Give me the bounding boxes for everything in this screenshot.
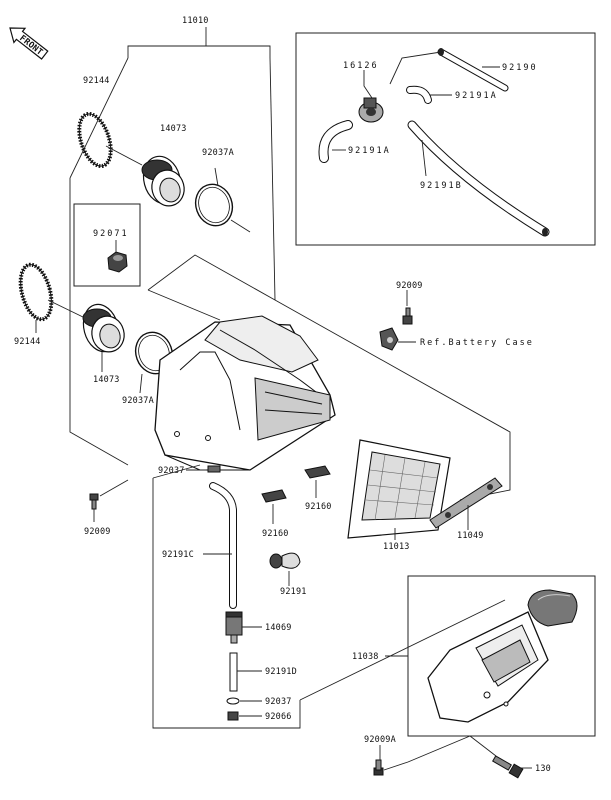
label-92191D: 92191D xyxy=(265,667,297,677)
label-11049: 11049 xyxy=(457,531,484,541)
air-filter-element-11013 xyxy=(347,439,451,539)
label-92037-mid: 92037 xyxy=(158,466,185,476)
label-92190: 92190 xyxy=(502,63,538,73)
label-11010: 11010 xyxy=(182,16,209,26)
label-92191C: 92191C xyxy=(162,550,194,560)
spring-clamp-92144-top xyxy=(77,111,113,169)
hose-92191B xyxy=(407,120,550,237)
air-cleaner-housing xyxy=(154,315,336,471)
screw-92009-left xyxy=(89,493,99,510)
label-92037A-low: 92037A xyxy=(122,396,154,406)
hose-92191A-right xyxy=(406,85,432,104)
label-92037A-top: 92037A xyxy=(202,148,234,158)
label-14073-top: 14073 xyxy=(160,124,187,134)
duct-14073-top xyxy=(141,155,185,207)
label-92066: 92066 xyxy=(265,712,292,722)
label-92037-low: 92037 xyxy=(265,697,292,707)
bolt-92009A xyxy=(373,759,384,776)
cap-92066 xyxy=(227,711,239,721)
label-92191B: 92191B xyxy=(420,181,463,191)
inset-box-breather xyxy=(295,32,596,246)
label-92009-left: 92009 xyxy=(84,527,111,537)
label-92144-left: 92144 xyxy=(14,337,41,347)
label-14073-low: 14073 xyxy=(93,375,120,385)
nut-92071 xyxy=(107,251,128,273)
label-92191A-right: 92191A xyxy=(455,91,498,101)
label-92144-top: 92144 xyxy=(83,76,110,86)
label-92009-top: 92009 xyxy=(396,281,423,291)
label-ref-battery-case: Ref.Battery Case xyxy=(420,338,534,348)
label-92191A-left: 92191A xyxy=(348,146,391,156)
label-16126: 16126 xyxy=(343,61,379,71)
bolt-92009-top xyxy=(402,307,413,325)
plate-11049 xyxy=(429,477,503,529)
breather-fitting-16126 xyxy=(358,97,384,123)
duct-14073-low xyxy=(82,303,125,353)
tube-92191C xyxy=(209,482,237,609)
label-11038: 11038 xyxy=(352,652,379,662)
front-arrow-badge: FRONT xyxy=(9,27,49,60)
label-92009A: 92009A xyxy=(364,735,396,745)
bolt-130 xyxy=(492,755,524,779)
bracket-battery-case xyxy=(379,327,399,351)
label-92160-right: 92160 xyxy=(305,502,332,512)
clip-92037-low xyxy=(226,697,240,705)
label-92191: 92191 xyxy=(280,587,307,597)
drain-plug-14069 xyxy=(225,611,243,644)
front-badge-text: FRONT xyxy=(17,33,44,57)
label-92071: 92071 xyxy=(93,229,129,239)
label-14069: 14069 xyxy=(265,623,292,633)
spring-clamp-92144-left xyxy=(18,262,54,322)
pad-92160-left xyxy=(261,489,287,503)
clip-92037-mid xyxy=(207,465,221,473)
label-130: 130 xyxy=(535,764,551,774)
pad-92160-right xyxy=(304,465,331,479)
label-92160-left: 92160 xyxy=(262,529,289,539)
inset-box-92071 xyxy=(73,203,141,287)
tube-92191D xyxy=(229,652,238,692)
part-labels: 11010 92144 14073 92037A 92071 92144 140… xyxy=(14,16,551,774)
breather-tube-92190 xyxy=(437,48,509,92)
plug-92191 xyxy=(269,552,301,569)
cover-11038 xyxy=(427,611,549,723)
clamp-92037A-top xyxy=(194,183,234,227)
label-11013: 11013 xyxy=(383,542,410,552)
hose-92191A-left xyxy=(318,120,353,163)
snorkel-intake xyxy=(527,589,578,627)
